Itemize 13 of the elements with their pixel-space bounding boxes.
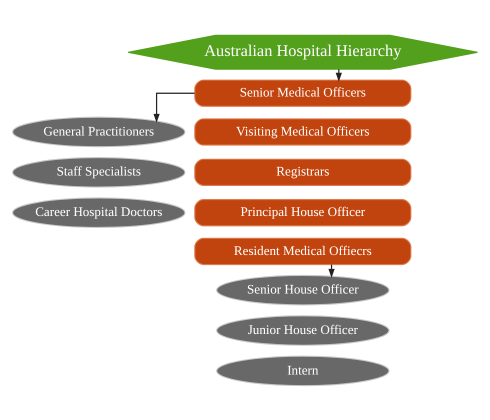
node-ellipse: Intern	[216, 355, 390, 386]
node-ellipse: Junior House Officer	[216, 314, 390, 346]
node-box: Senior Medical Officers	[194, 79, 412, 106]
node-ellipse: Senior House Officer	[216, 274, 390, 305]
node-box: Visiting Medical Officers	[194, 118, 412, 146]
arrow	[336, 68, 342, 82]
node-ellipse: Career Hospital Doctors	[12, 196, 186, 228]
node-box: Principal House Officer	[194, 198, 412, 226]
node-box: Registrars	[194, 158, 412, 186]
arrow	[153, 92, 195, 122]
node-ellipse: General Practitioners	[12, 116, 186, 147]
node-ellipse: Staff Specialists	[12, 156, 186, 188]
node-box: Resident Medical Offiecrs	[194, 237, 412, 265]
